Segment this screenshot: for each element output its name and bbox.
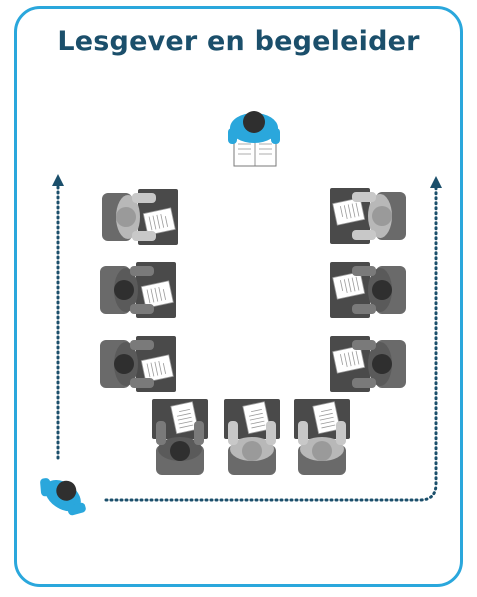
student-desk-right-2 — [330, 262, 406, 318]
supervisor-icon — [32, 466, 96, 523]
student-desk-left-3 — [100, 336, 176, 392]
student-desk-bottom-3 — [294, 399, 350, 475]
student-desk-bottom-2 — [224, 399, 280, 475]
student-desk-right-1 — [330, 188, 406, 244]
student-desk-bottom-1 — [152, 399, 208, 475]
student-desk-right-3 — [330, 336, 406, 392]
student-desk-left-2 — [100, 262, 176, 318]
teacher-icon — [228, 111, 280, 166]
student-desk-left-1 — [102, 189, 178, 245]
